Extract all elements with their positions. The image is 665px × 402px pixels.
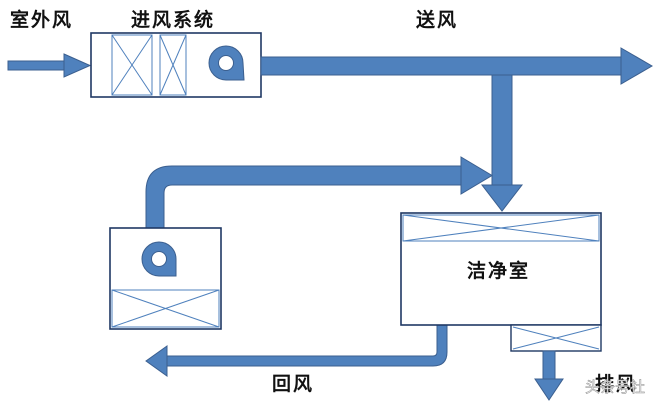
return-filter: [111, 289, 220, 328]
supply-air-duct: [260, 47, 653, 85]
exhaust-air-arrow: [534, 350, 564, 401]
return-air-duct: [145, 324, 448, 377]
intake-filter-2: [159, 34, 187, 96]
supply-air-branch: [480, 74, 524, 212]
exhaust-air-label: 排风: [595, 372, 637, 395]
watermark: 头条号社: [585, 378, 645, 396]
supply-air-label: 送风: [416, 8, 458, 31]
clean-room-hepa-filter: [402, 214, 600, 242]
clean-room-label: 洁净室: [467, 259, 530, 282]
return-air-label: 回风: [272, 373, 314, 395]
exhaust-unit: [510, 324, 602, 352]
return-air-unit: [109, 227, 222, 330]
return-fan-icon: [141, 241, 177, 277]
outdoor-air-arrow: [7, 53, 92, 78]
intake-system-unit: [90, 32, 262, 98]
outdoor-air-label: 室外风: [10, 8, 73, 31]
intake-fan-icon: [208, 45, 245, 81]
intake-system-label: 进风系统: [131, 8, 215, 31]
clean-room: [400, 212, 602, 326]
intake-filter-1: [111, 34, 153, 96]
recirculation-duct: [145, 156, 493, 229]
